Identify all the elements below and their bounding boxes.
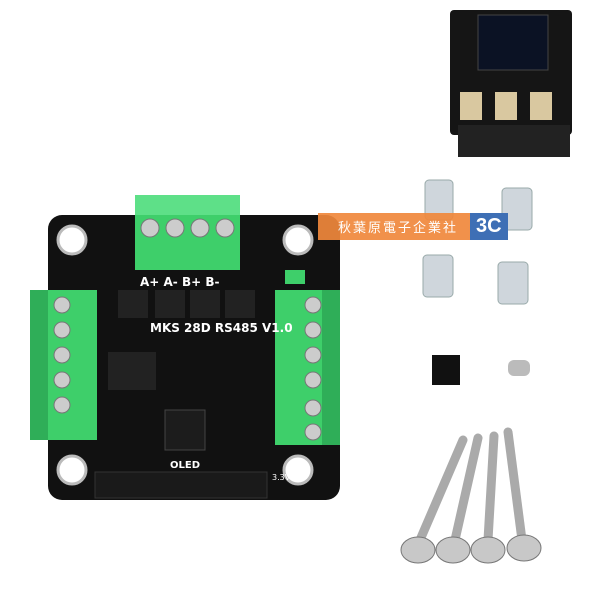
chip xyxy=(118,290,148,318)
driver-board: MKS 28D RS485 V1.0 A+ A- B+ B- OLED 3.3V xyxy=(30,195,340,500)
microcontroller xyxy=(164,409,206,451)
led xyxy=(285,270,305,284)
button xyxy=(530,92,552,120)
watermark-text: 秋葉原電子企業社 xyxy=(318,213,471,240)
board-label: MKS 28D RS485 V1.0 xyxy=(150,321,293,335)
magnet xyxy=(508,360,530,376)
oled-label: OLED xyxy=(170,460,200,471)
chip xyxy=(155,290,185,318)
mounting-hole xyxy=(282,454,314,486)
watermark-logo: 3C xyxy=(470,213,508,240)
left-terminal-block xyxy=(30,290,97,440)
terminal-labels: A+ A- B+ B- xyxy=(140,275,219,289)
oled-module xyxy=(450,10,572,157)
oled-header xyxy=(94,471,268,499)
right-terminal-block xyxy=(275,290,340,445)
top-terminal-block xyxy=(135,195,240,270)
screws xyxy=(415,427,527,545)
chip xyxy=(108,352,156,390)
mounting-hole xyxy=(282,224,314,256)
button xyxy=(460,92,482,120)
mounting-hole xyxy=(56,224,88,256)
watermark: 秋葉原電子企業社 3C xyxy=(318,213,508,240)
jumper xyxy=(432,355,460,385)
chip xyxy=(190,290,220,318)
voltage-label: 3.3V xyxy=(272,473,291,482)
mounting-hole xyxy=(56,454,88,486)
button xyxy=(495,92,517,120)
standoffs xyxy=(422,179,533,305)
chip xyxy=(225,290,255,318)
